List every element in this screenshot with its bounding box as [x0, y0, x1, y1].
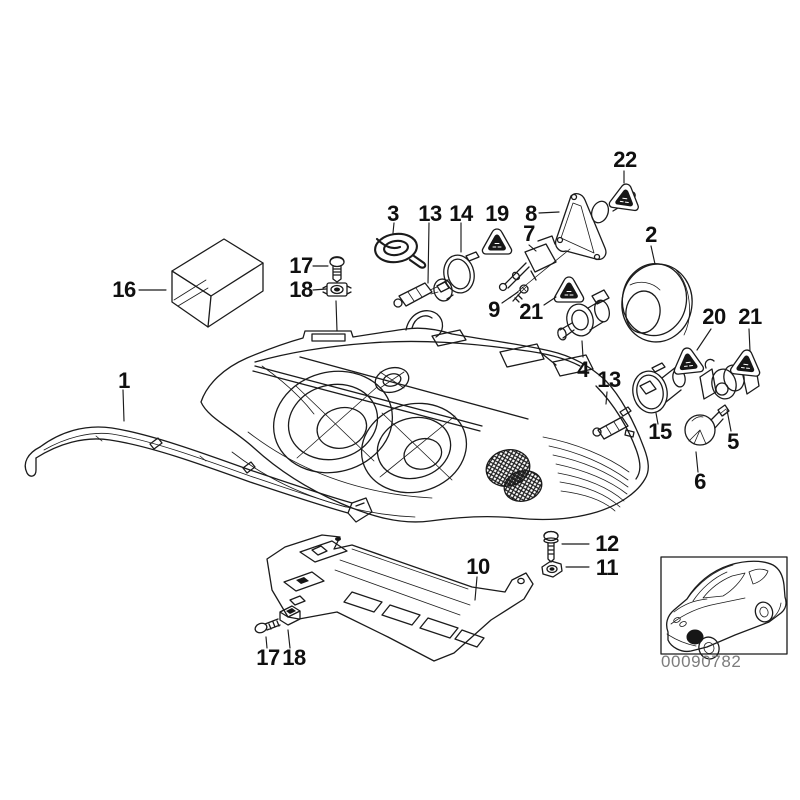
callout-3[interactable]: 3: [387, 201, 399, 226]
socket-part15-drawing: [632, 362, 686, 414]
callout-13-top[interactable]: 13: [418, 201, 442, 226]
callout-8[interactable]: 8: [525, 201, 537, 226]
callout-14[interactable]: 14: [449, 201, 473, 226]
callout-9[interactable]: 9: [488, 297, 500, 322]
callout-15[interactable]: 15: [648, 419, 672, 444]
screw-part17-top-drawing: [329, 256, 345, 283]
callout-5[interactable]: 5: [727, 429, 739, 454]
bracket-part10-drawing: [266, 534, 534, 662]
hazard-triangle-icon: [553, 276, 585, 303]
callout-22[interactable]: 22: [613, 147, 637, 172]
callout-7[interactable]: 7: [523, 221, 535, 246]
screw-part9-drawing: [512, 284, 529, 303]
callout-17-bottom[interactable]: 17: [256, 645, 280, 670]
socket-part14-drawing: [433, 251, 480, 302]
callout-18-top[interactable]: 18: [289, 277, 313, 302]
trim-strip-part1-drawing: [24, 426, 373, 523]
leader-lines: [122, 170, 751, 649]
callout-21-mid[interactable]: 21: [519, 299, 543, 324]
callout-10[interactable]: 10: [466, 554, 490, 579]
bulb-part6-drawing: [684, 404, 730, 446]
headlamp-location-marker: [686, 629, 704, 645]
callout-2[interactable]: 2: [645, 222, 657, 247]
callout-11[interactable]: 11: [595, 555, 619, 580]
callout-20[interactable]: 20: [702, 304, 726, 329]
callout-1[interactable]: 1: [118, 368, 130, 393]
car-location-thumbnail: [660, 556, 788, 660]
hazard-triangle-icon: [671, 345, 705, 376]
nut-part11-drawing: [541, 560, 563, 578]
bulbholder-part4-drawing: [557, 289, 610, 341]
callout-13-right[interactable]: 13: [597, 367, 621, 392]
callout-4[interactable]: 4: [577, 357, 589, 382]
figure-code: 00090782: [661, 652, 742, 671]
screw-part17-bottom-drawing: [254, 618, 281, 634]
box-part16-drawing: [171, 238, 264, 328]
headlamp-assembly-drawing: [200, 310, 649, 523]
callout-16[interactable]: 16: [112, 277, 136, 302]
callout-18-bottom[interactable]: 18: [282, 645, 306, 670]
callout-12[interactable]: 12: [595, 531, 619, 556]
callout-6[interactable]: 6: [694, 469, 706, 494]
bulb-part13-right-drawing: [592, 406, 635, 440]
cap-part2-drawing: [621, 263, 693, 343]
callout-21-right[interactable]: 21: [738, 304, 762, 329]
callout-17-top[interactable]: 17: [289, 253, 313, 278]
hazard-triangle-icon: [481, 228, 513, 255]
screw-part12-drawing: [543, 530, 559, 563]
clip-part3-drawing: [374, 232, 427, 269]
callout-19[interactable]: 19: [485, 201, 509, 226]
nut-part18-top-drawing: [322, 282, 352, 297]
hazard-triangle-icon: [729, 347, 763, 378]
hazard-triangle-icon: [608, 181, 642, 212]
clipnut-part18-bottom-drawing: [279, 605, 301, 626]
bulb-part13-top-drawing: [393, 282, 439, 308]
